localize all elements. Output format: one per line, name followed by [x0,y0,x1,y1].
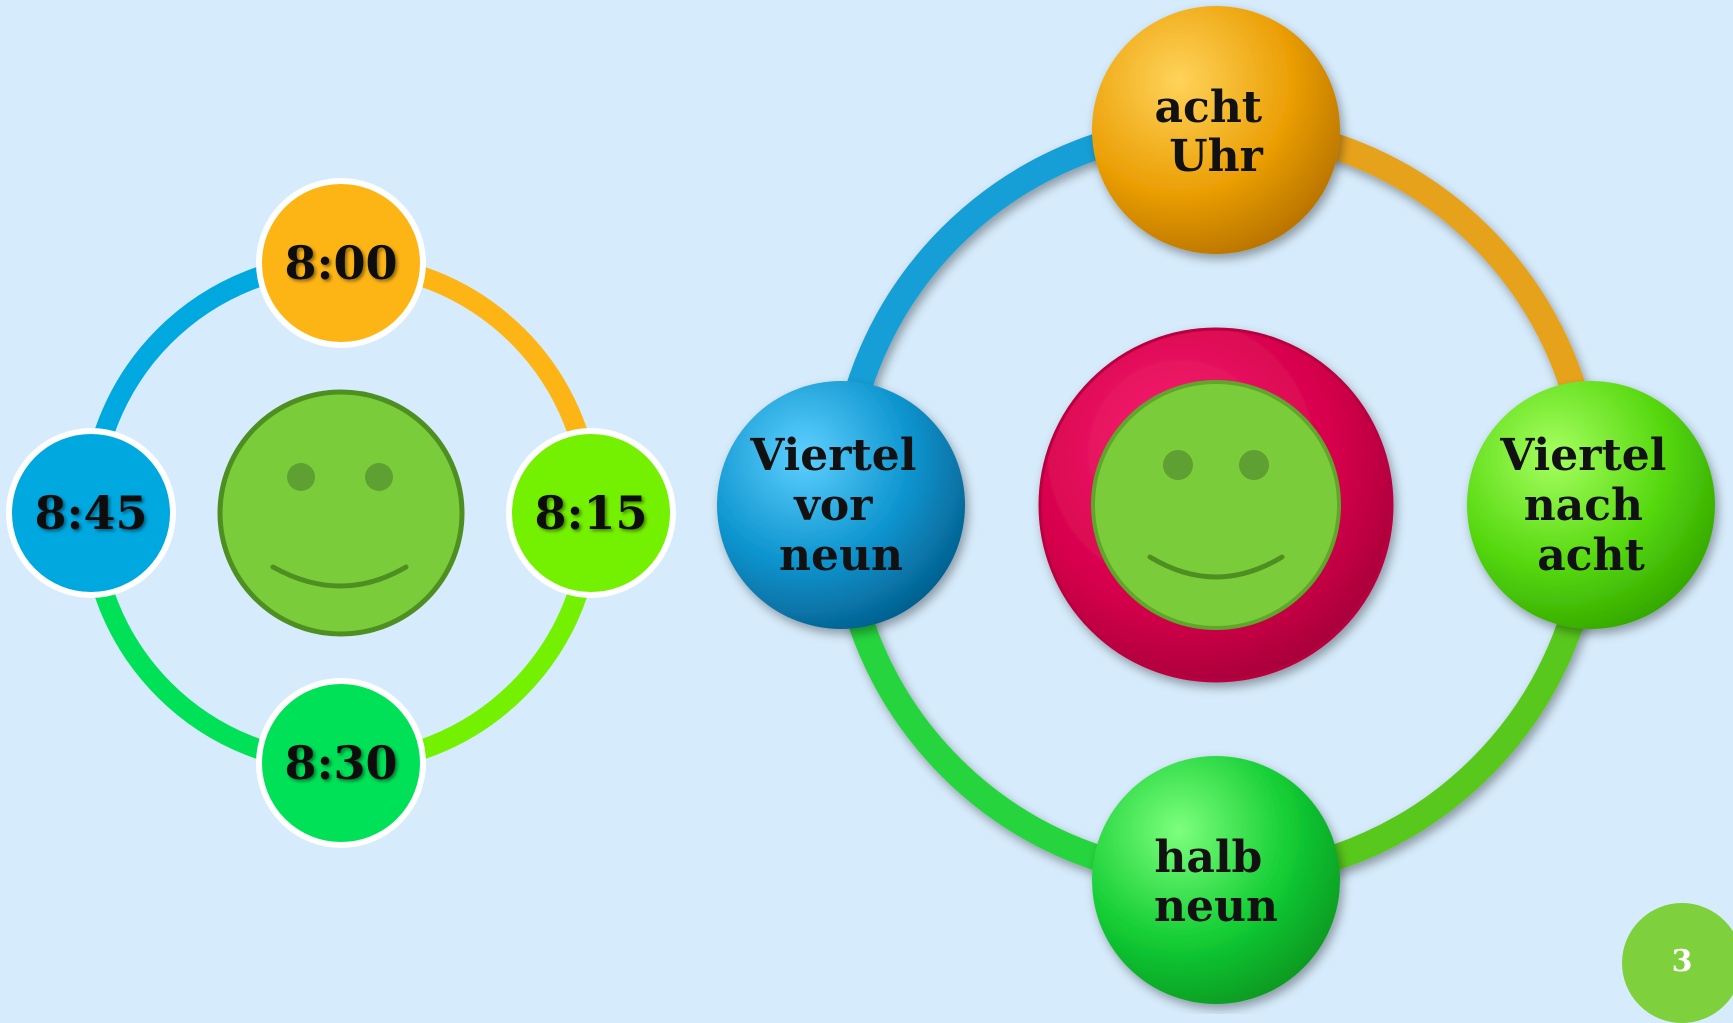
right-node-3-line-0: Viertel [749,430,916,481]
right-smiley-eye-right [1239,450,1269,480]
right-node-1-line-2: acht [1537,530,1645,581]
right-node-3-line-2: neun [779,530,903,581]
left-node-1: 8:15 [506,428,676,598]
left-node-2: 8:30 [256,678,426,848]
right-smiley-eye-left [1163,450,1193,480]
right-node-1-line-1: nach [1524,480,1643,531]
left-node-3-label: 8:45 [34,486,147,540]
left-smiley-eye-right [365,463,393,491]
right-node-0-circle [1092,6,1340,254]
right-node-2-line-1: neun [1154,881,1278,932]
left-node-3-circle [6,428,176,598]
right-node-2: halb neun [1092,756,1340,1004]
left-smiley-mouth [270,564,409,589]
right-node-2-line-0: halb [1154,832,1262,883]
right-cycle: acht Uhr Viertel nach acht halb neun Vie… [717,6,1715,1004]
left-node-0-circle [256,178,426,348]
page-number: 3 [1671,944,1693,979]
right-center [1038,327,1394,683]
right-node-0-line-1: Uhr [1169,131,1263,182]
left-node-1-circle [506,428,676,598]
left-node-2-circle [256,678,426,848]
left-smiley-face [217,389,465,637]
left-smiley-eye-left [287,463,315,491]
left-node-2-label: 8:30 [284,736,397,790]
right-node-0-line-0: acht [1155,82,1263,133]
right-smiley-face [1091,380,1341,630]
right-node-0-label: acht Uhr [1155,82,1278,182]
page-number-badge [1622,903,1733,1023]
left-smiley [217,389,465,637]
right-node-3-label: Viertel vor neun [749,430,932,581]
right-node-3: Viertel vor neun [717,381,965,629]
right-node-1-label: Viertel nach acht [1499,430,1682,581]
right-node-1-circle [1467,381,1715,629]
left-node-1-label: 8:15 [534,486,647,540]
right-node-3-circle [717,381,965,629]
left-node-0-label: 8:00 [284,236,397,290]
right-node-0: acht Uhr [1092,6,1340,254]
right-node-2-circle [1092,756,1340,1004]
right-node-1: Viertel nach acht [1467,381,1715,629]
right-node-2-label: halb neun [1154,832,1278,932]
left-node-3: 8:45 [6,428,176,598]
right-node-1-line-0: Viertel [1499,430,1666,481]
left-node-0: 8:00 [256,178,426,348]
right-node-3-line-1: vor [793,480,873,531]
right-smiley-mouth [1147,554,1285,580]
left-cycle: 8:00 8:15 8:30 8:45 [6,178,676,848]
